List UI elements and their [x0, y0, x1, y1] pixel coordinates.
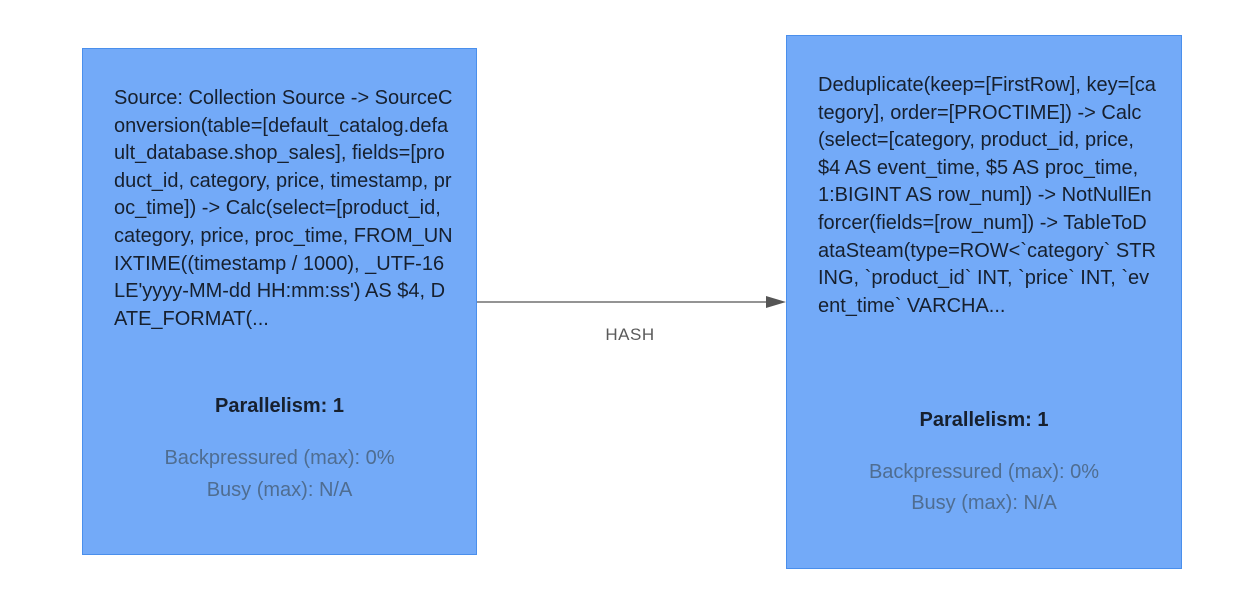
job-vertex-deduplicate[interactable]: Deduplicate(keep=[FirstRow], key=[catego… — [786, 35, 1182, 569]
vertex-backpressure: Backpressured (max): 0% — [164, 447, 395, 469]
vertex-busy: Busy (max): N/A — [911, 492, 1057, 514]
vertex-description: Deduplicate(keep=[FirstRow], key=[catego… — [818, 74, 1156, 317]
vertex-description: Source: Collection Source -> SourceConve… — [114, 87, 453, 330]
edge-arrowhead — [766, 296, 786, 308]
edge-label: HASH — [605, 325, 655, 344]
vertex-parallelism: Parallelism: 1 — [215, 395, 344, 417]
vertex-backpressure: Backpressured (max): 0% — [868, 461, 1100, 483]
vertex-busy: Busy (max): N/A — [206, 479, 353, 501]
vertex-parallelism: Parallelism: 1 — [919, 409, 1049, 431]
job-vertex-source[interactable]: Source: Collection Source -> SourceConve… — [82, 48, 477, 555]
